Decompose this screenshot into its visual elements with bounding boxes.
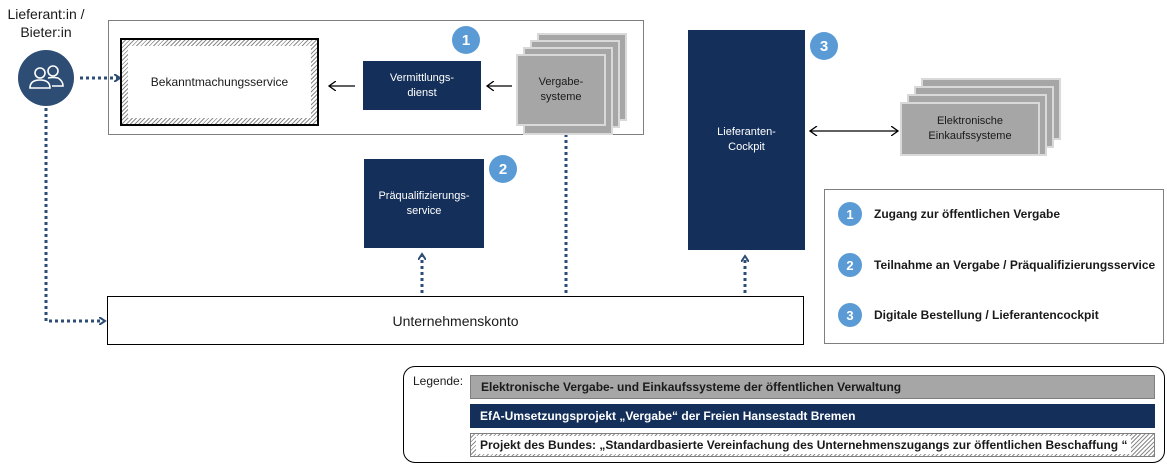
vermittlungsdienst-box: Vermittlungs- dienst	[363, 61, 481, 110]
key-badge-1: 1	[838, 202, 862, 226]
key-row-1: 1 Zugang zur öffentlichen Vergabe	[838, 202, 1060, 226]
legend-navy-row: EfA-Umsetzungsprojekt „Vergabe“ der Frei…	[470, 404, 1155, 428]
key-badge-3: 3	[838, 303, 862, 327]
bekanntmachungsservice-frame: Bekanntmachungsservice	[120, 38, 319, 126]
actor-users-icon	[18, 50, 74, 106]
arrow-actor-to-konto	[44, 108, 103, 321]
legend-frame	[403, 366, 1165, 463]
badge-1: 1	[452, 26, 480, 54]
lieferanten-cockpit-box: Lieferanten- Cockpit	[688, 30, 805, 250]
praequalifizierungsservice-box: Präqualifizierungs- service	[364, 159, 484, 248]
key-text-1: Zugang zur öffentlichen Vergabe	[874, 207, 1061, 221]
legend-title: Legende:	[413, 374, 464, 388]
key-badge-2: 2	[838, 253, 862, 277]
key-row-2: 2 Teilnahme an Vergabe / Präqualifizieru…	[838, 253, 1155, 277]
vergabesysteme-box: Vergabe- systeme	[516, 54, 606, 126]
einkaufssysteme-box: Elektronische Einkaufssysteme	[900, 102, 1040, 156]
legend-grey-row: Elektronische Vergabe- und Einkaufssyste…	[470, 375, 1155, 399]
unternehmenskonto-box: Unternehmenskonto	[107, 296, 804, 345]
badge-3: 3	[810, 32, 838, 60]
key-row-3: 3 Digitale Bestellung / Lieferantencockp…	[838, 303, 1099, 327]
group-1-frame	[108, 20, 644, 135]
bekanntmachungsservice-box: Bekanntmachungsservice	[128, 46, 311, 118]
key-text-3: Digitale Bestellung / Lieferantencockpit	[874, 308, 1099, 322]
legend-hatch-row: Projekt des Bundes: „Standardbasierte Ve…	[470, 433, 1155, 457]
key-text-2: Teilnahme an Vergabe / Präqualifizierung…	[874, 258, 1156, 272]
badge-2: 2	[489, 155, 517, 183]
key-box	[824, 189, 1164, 344]
actor-label: Lieferant:in / Bieter:in	[7, 6, 85, 40]
